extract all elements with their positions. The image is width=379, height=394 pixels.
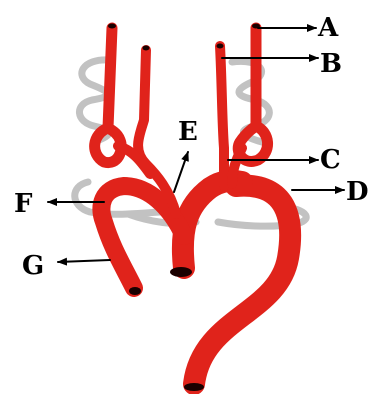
red-vessels (95, 28, 290, 384)
label-b: B (320, 49, 342, 79)
arrow-e (174, 152, 188, 192)
right-inner-branch (220, 46, 224, 186)
opening-b (217, 44, 224, 49)
opening-root (170, 267, 192, 277)
opening-left-outer (108, 24, 116, 29)
label-d: D (346, 177, 369, 207)
aortic-arch-descending-aorta (194, 186, 290, 384)
arrow-g (58, 260, 110, 262)
opening-left-inner (143, 46, 150, 51)
label-g: G (22, 251, 44, 281)
label-c: C (320, 145, 341, 175)
label-e: E (178, 117, 198, 147)
label-f: F (14, 189, 33, 219)
label-a: A (317, 13, 339, 43)
opening-g (129, 287, 141, 295)
opening-descending (184, 383, 204, 391)
